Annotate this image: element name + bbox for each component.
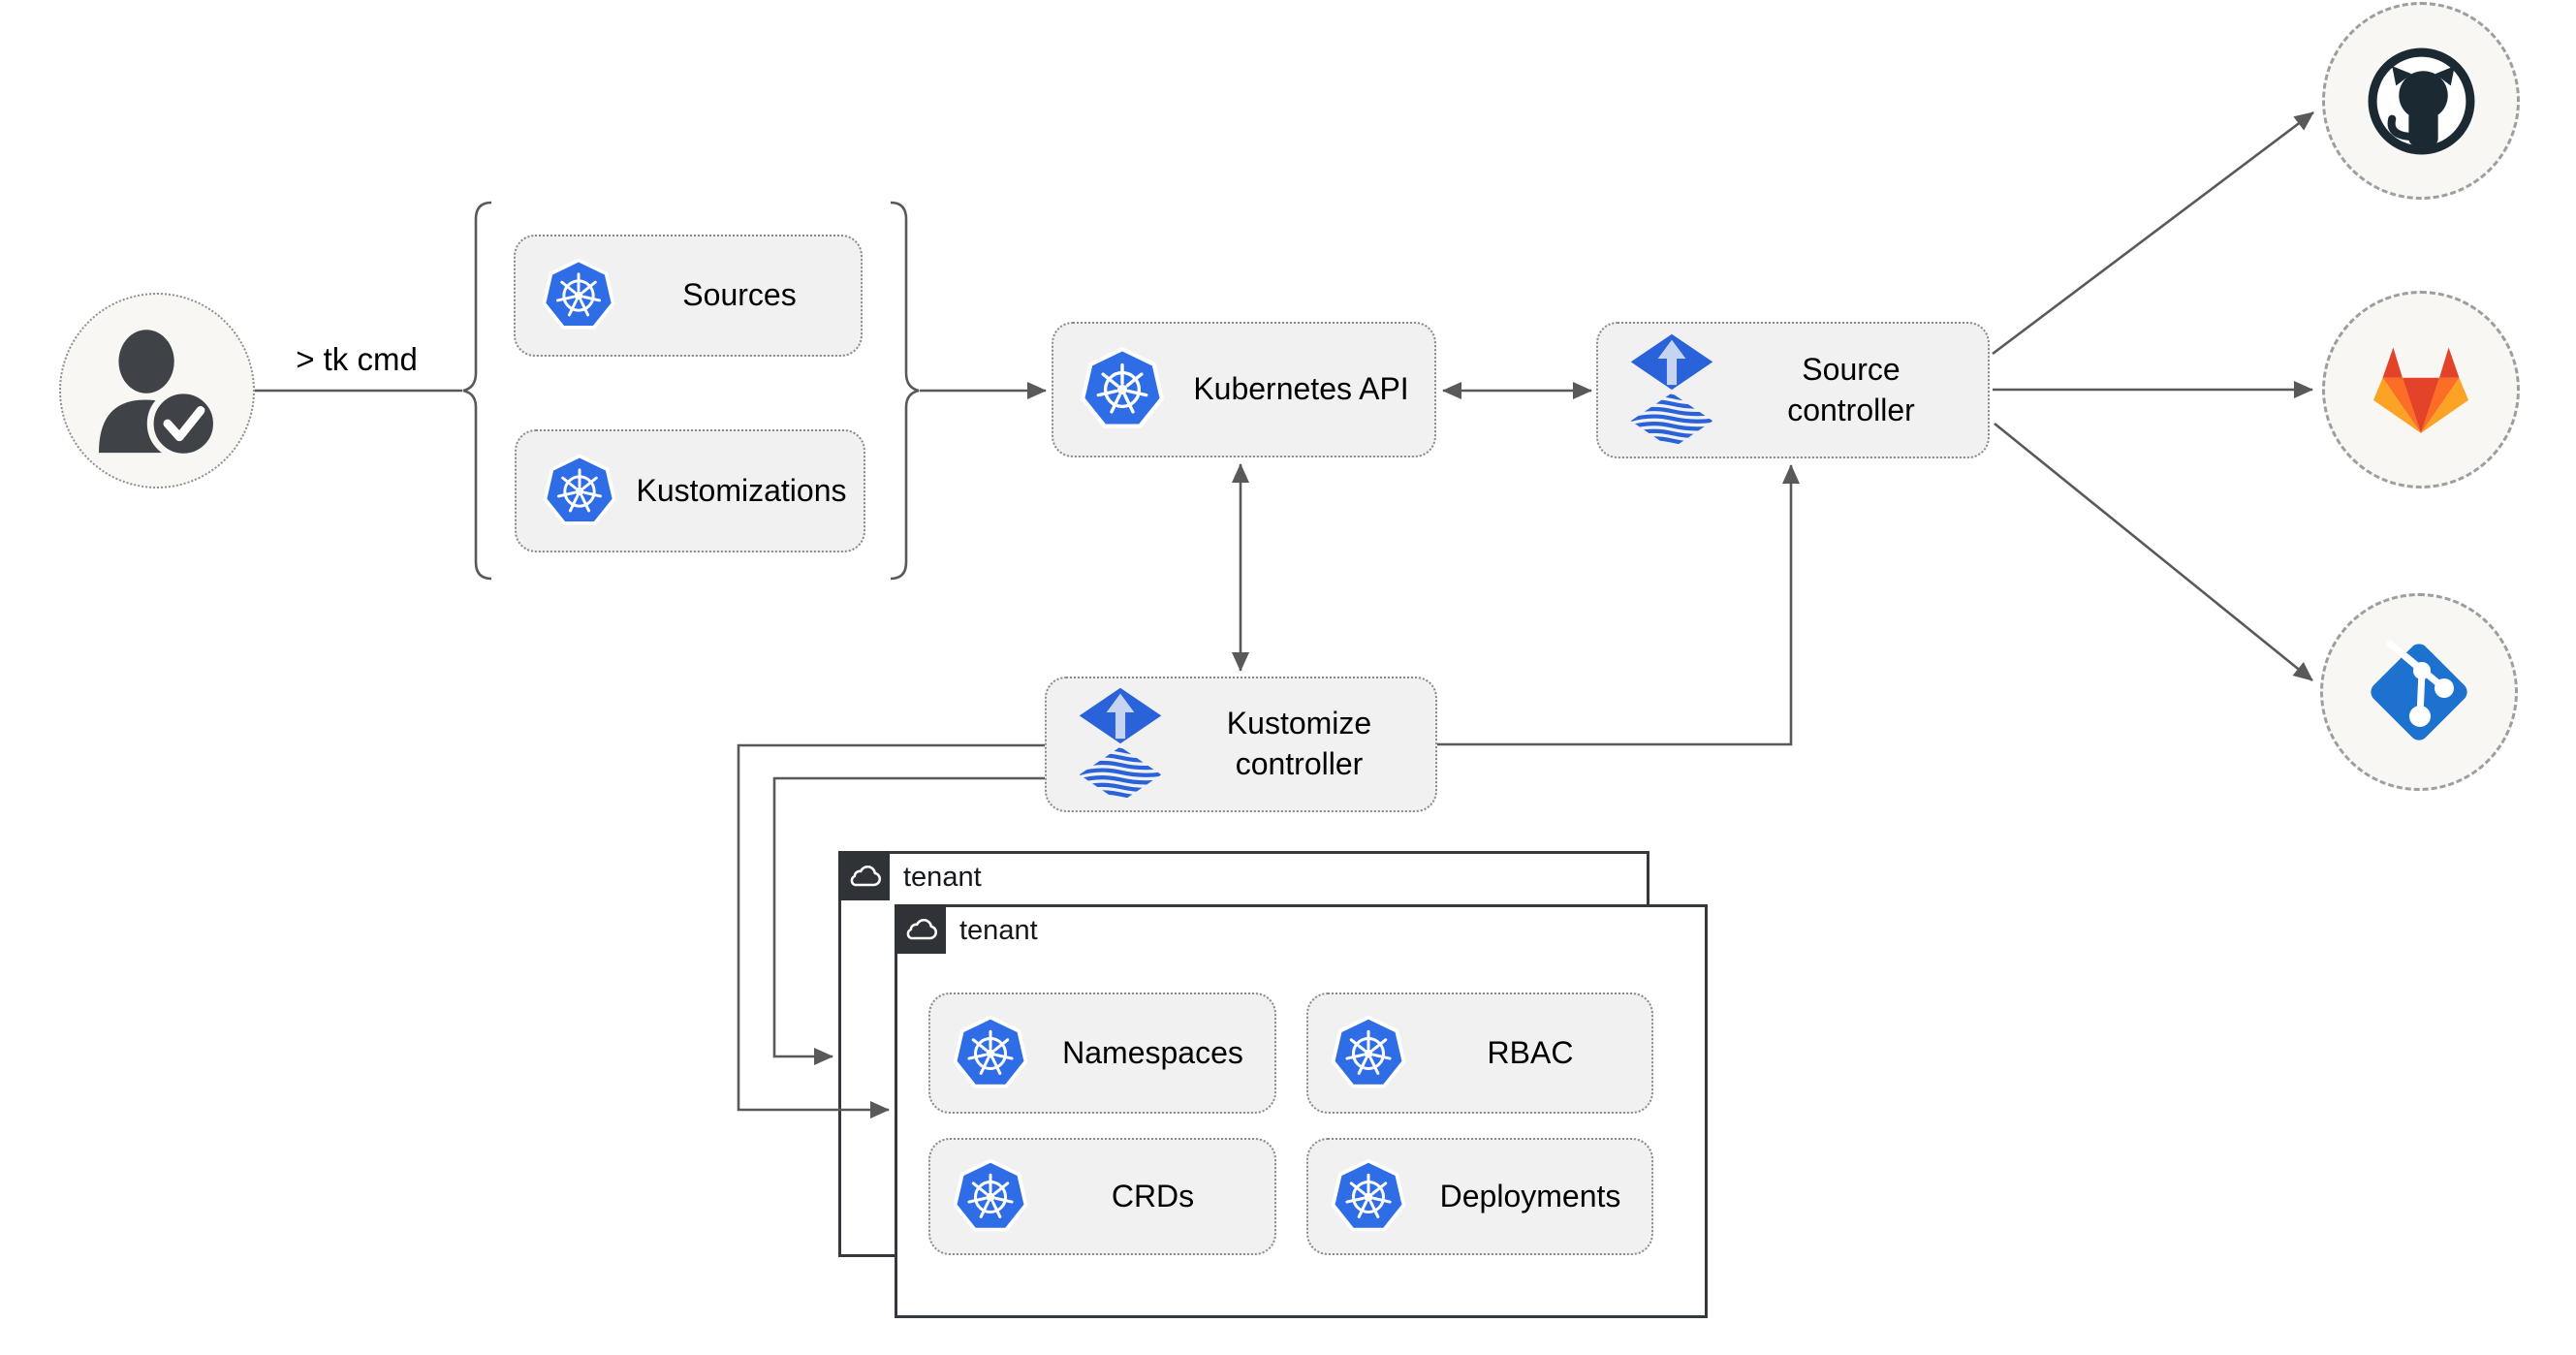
cli-command-label: > tk cmd <box>296 341 418 377</box>
cloud-icon <box>850 865 881 886</box>
flux-icon <box>1078 686 1163 803</box>
node-kubernetes-api: Kubernetes API <box>1052 322 1436 457</box>
node-label: Sources <box>682 277 797 313</box>
node-namespaces: Namespaces <box>928 993 1276 1114</box>
git-icon <box>2365 638 2473 746</box>
node-label: Namespaces <box>1062 1034 1243 1070</box>
brace-left <box>462 201 492 581</box>
user-check-icon <box>84 318 230 463</box>
repo-git <box>2320 593 2518 791</box>
edge-source-to-github <box>1992 110 2314 356</box>
github-icon <box>2366 46 2477 157</box>
kubernetes-icon <box>1330 1013 1407 1089</box>
node-label: RBAC <box>1487 1034 1574 1070</box>
node-sources: Sources <box>514 235 863 357</box>
node-label: Source controller <box>1787 351 1915 427</box>
node-label: Kustomizations <box>636 472 847 508</box>
tenant-window-title: tenant <box>903 862 982 893</box>
tenant-window-tab <box>895 904 946 954</box>
edge-kustomize-to-source <box>1437 464 1800 746</box>
edge-source-to-git <box>1994 422 2313 682</box>
tenant-window-tab <box>838 851 890 900</box>
node-rbac: RBAC <box>1306 993 1653 1114</box>
node-source-controller: Source controller <box>1596 322 1990 458</box>
node-label: Deployments <box>1439 1178 1621 1213</box>
kubernetes-icon <box>541 452 618 526</box>
gitlab-icon <box>2373 347 2468 433</box>
user-avatar <box>59 293 255 488</box>
node-label: CRDs <box>1111 1178 1195 1213</box>
kubernetes-icon <box>952 1013 1029 1089</box>
brace-right <box>890 201 920 581</box>
node-deployments: Deployments <box>1306 1138 1653 1255</box>
node-kustomizations: Kustomizations <box>515 429 865 552</box>
cloud-icon <box>906 918 937 939</box>
kubernetes-icon <box>540 256 617 331</box>
node-label: Kustomize controller <box>1226 706 1372 781</box>
flux-icon <box>1629 332 1714 449</box>
repo-gitlab <box>2322 291 2520 488</box>
node-crds: CRDs <box>928 1138 1276 1255</box>
tenant-window-title: tenant <box>959 915 1038 946</box>
kubernetes-icon <box>1330 1156 1407 1233</box>
node-kustomize-controller: Kustomize controller <box>1045 677 1437 812</box>
kubernetes-icon <box>1079 345 1166 430</box>
repo-github <box>2322 2 2520 200</box>
node-label: Kubernetes API <box>1193 371 1409 407</box>
kubernetes-icon <box>952 1156 1029 1233</box>
